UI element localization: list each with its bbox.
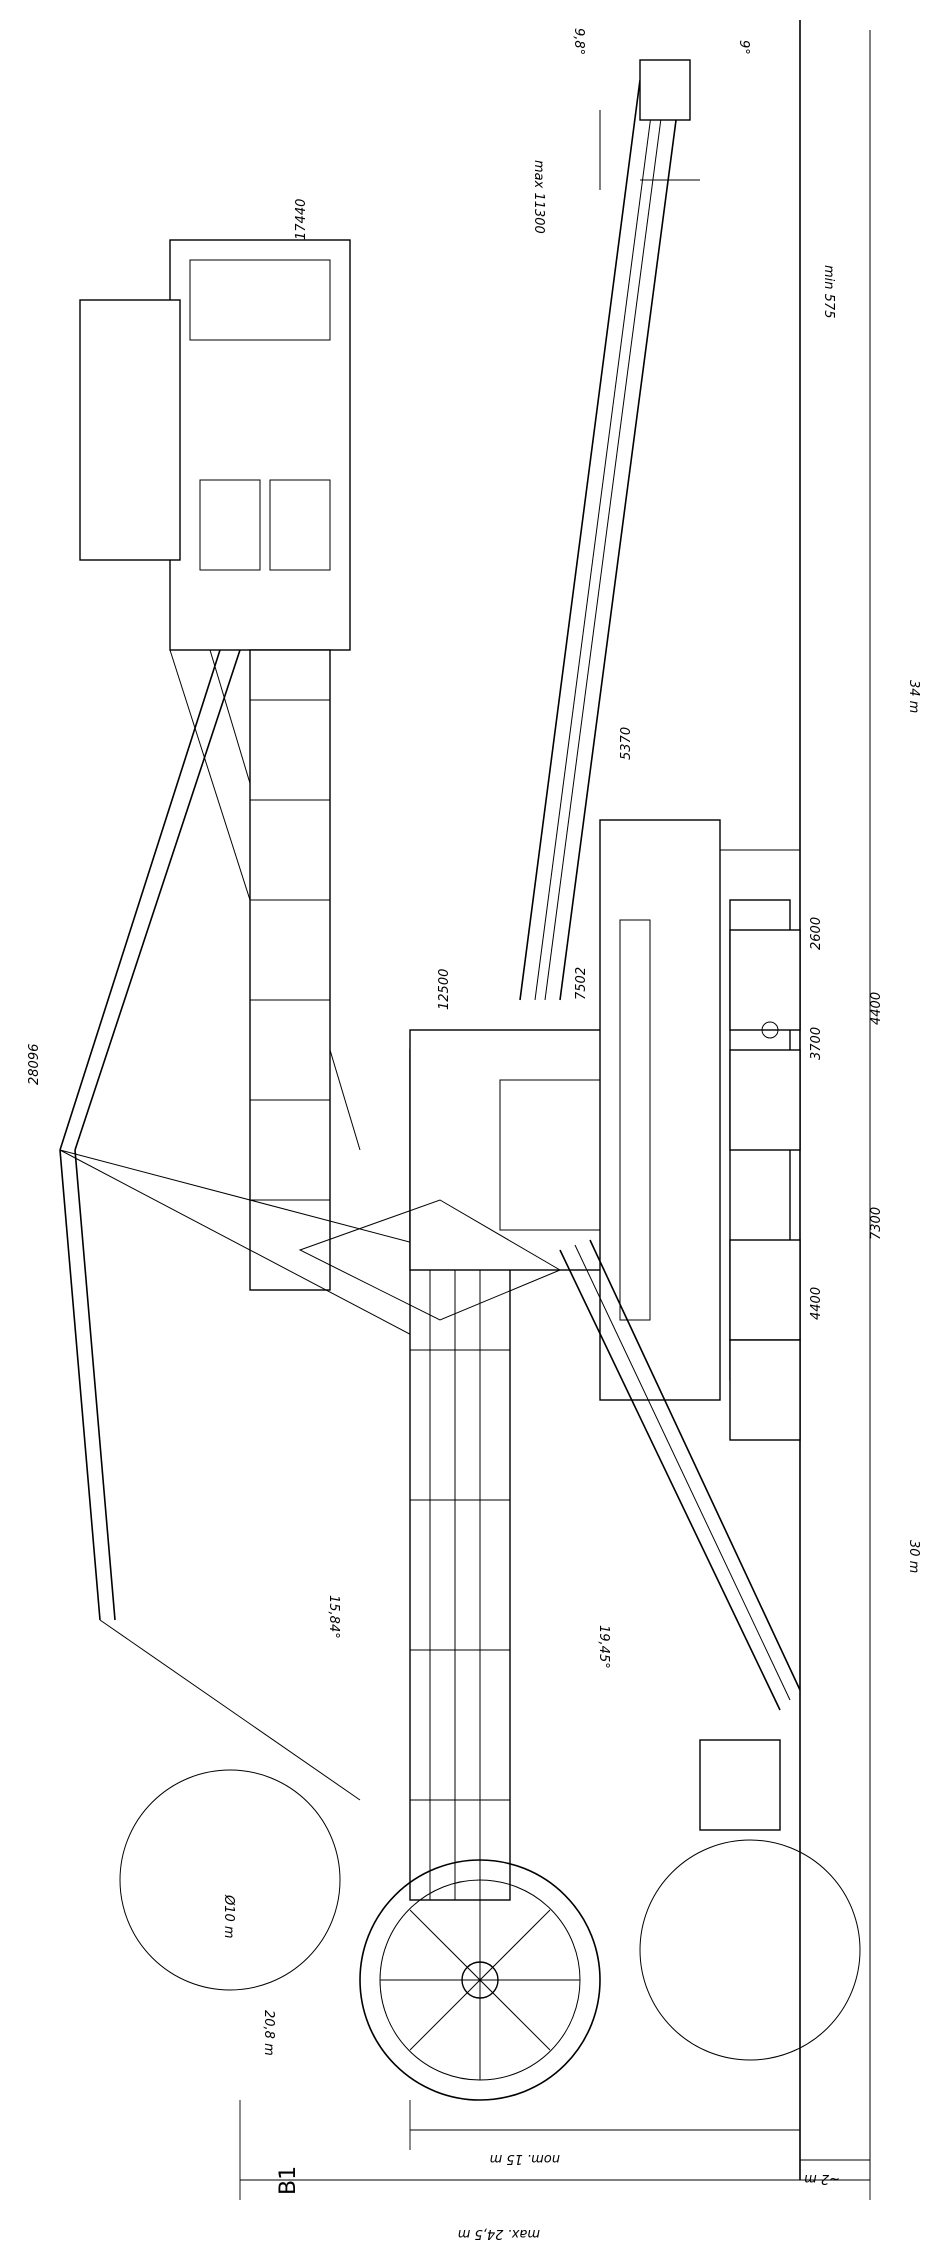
dim-max-11300: max 11300 [531, 160, 546, 234]
bucket-wheel [359, 1859, 601, 2101]
dim-9-8-deg: 9,8° [571, 28, 586, 55]
dim-2600: 2600 [809, 917, 824, 950]
reach-circle-left [119, 1769, 341, 1991]
dim-7502: 7502 [574, 967, 589, 1000]
dim-30m: 30 m [906, 1540, 921, 1573]
dim-5370: 5370 [619, 727, 634, 760]
dim-nom-15m: nom. 15 m [490, 2151, 560, 2166]
dim-15-84-deg: 15,84° [326, 1595, 341, 1639]
dim-max-24-5m: max. 24,5 m [458, 2226, 540, 2241]
dim-7300: 7300 [869, 1207, 884, 1240]
dim-34m: 34 m [906, 680, 921, 713]
bottom-dimension-lines [239, 2100, 871, 2200]
dim-28096: 28096 [27, 1044, 42, 1085]
dim-20-8m: 20,8 m [261, 2010, 276, 2056]
dim-19-45-deg: 19,45° [596, 1625, 611, 1669]
dim-4400-b: 4400 [809, 1287, 824, 1320]
section-marker-b1: B1 [276, 2166, 301, 2195]
dim-radius-10m: Ø10 m [221, 1894, 236, 1939]
dim-12500: 12500 [437, 969, 452, 1010]
discharge-boom [519, 59, 700, 1001]
dim-min-575: min 575 [821, 265, 836, 318]
dim-17440: 17440 [294, 199, 309, 240]
dim-2m: ~2 m [804, 2171, 840, 2186]
reach-circle-right [639, 1839, 861, 2061]
conveyor-bridge [559, 1239, 801, 1831]
mast-structure [59, 649, 441, 1801]
dim-9-deg: 9° [736, 40, 751, 55]
counterweight-structure [79, 239, 361, 1291]
dim-3700: 3700 [809, 1027, 824, 1060]
dim-4400-a: 4400 [869, 992, 884, 1025]
crawler-undercarriage [599, 819, 801, 1441]
